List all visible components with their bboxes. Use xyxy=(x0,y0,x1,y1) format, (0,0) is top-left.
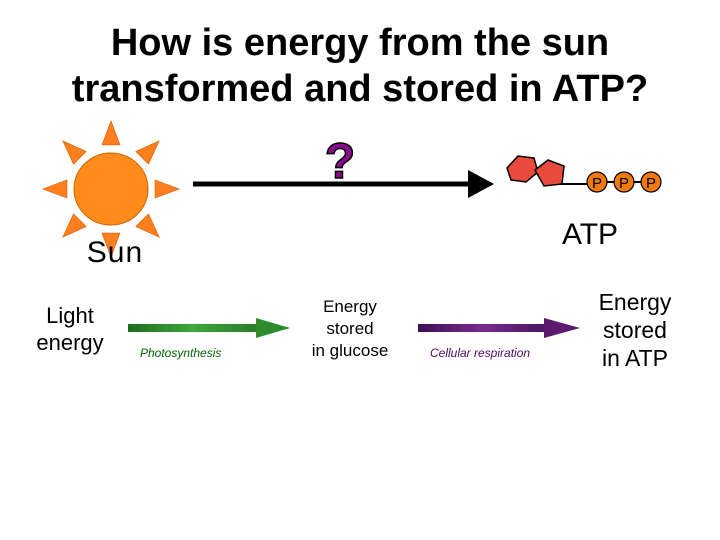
title-line-2: transformed and stored in ATP? xyxy=(71,68,649,110)
photosynthesis-arrowhead xyxy=(256,318,290,338)
sun-ray xyxy=(154,179,181,199)
energy-atp-line-1: Energy xyxy=(598,289,672,315)
phosphate-label-3: P xyxy=(646,175,656,192)
phosphate-label-2: P xyxy=(619,175,629,192)
light-energy-line-1: Light xyxy=(46,303,94,328)
question-mark: ? xyxy=(325,133,356,189)
phosphate-label-1: P xyxy=(592,175,602,192)
phosphate-circle-3 xyxy=(640,171,662,193)
page-title: How is energy from the sun transformed a… xyxy=(0,20,720,112)
respiration-arrow xyxy=(418,318,580,338)
photosynthesis-label: Photosynthesis xyxy=(140,346,222,360)
sun-ray xyxy=(135,140,160,165)
sun-ray xyxy=(41,179,68,199)
sun-ray xyxy=(62,213,87,238)
sun-ray xyxy=(62,140,87,165)
sun-icon xyxy=(41,119,181,259)
sun-ray xyxy=(101,119,121,146)
energy-atp-line-3: in ATP xyxy=(601,345,669,371)
energy-atp-label: Energy stored in ATP xyxy=(580,288,690,372)
sun-rays xyxy=(41,119,181,259)
energy-atp-line-2: stored xyxy=(603,317,667,343)
adenine-ring xyxy=(506,155,539,183)
sun-ray xyxy=(135,213,160,238)
title-line-1: How is energy from the sun xyxy=(110,22,610,64)
atp-label: ATP xyxy=(561,218,619,251)
sun-disc xyxy=(73,152,149,226)
main-arrow xyxy=(193,170,494,198)
light-energy-line-2: energy xyxy=(36,330,104,355)
cellular-respiration-label: Cellular respiration xyxy=(430,346,531,360)
energy-glucose-line-1: Energy xyxy=(323,297,377,316)
ribose-ring xyxy=(534,159,565,187)
energy-glucose-label: Energy stored in glucose xyxy=(290,296,410,362)
energy-glucose-line-2: stored xyxy=(326,319,374,338)
sun-ray xyxy=(101,232,121,259)
photosynthesis-arrow xyxy=(128,318,290,338)
light-energy-label: Light energy xyxy=(20,302,120,356)
atp-molecule-icon: P P P xyxy=(506,155,662,193)
energy-glucose-line-3: in glucose xyxy=(311,341,389,360)
sun-label: Sun xyxy=(86,236,144,269)
respiration-arrowhead xyxy=(544,318,580,338)
